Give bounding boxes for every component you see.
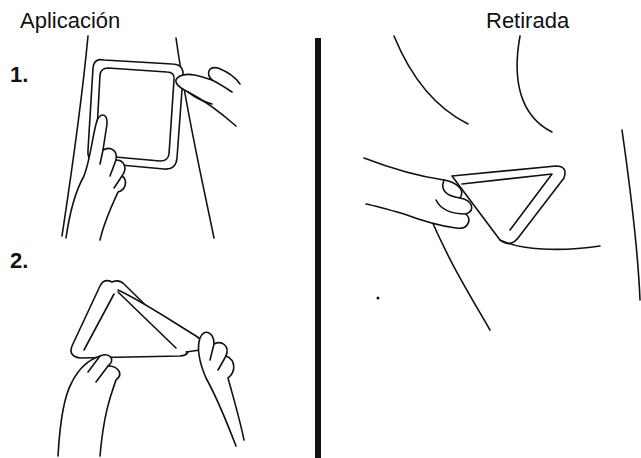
finger-lines <box>88 356 108 382</box>
step-number: 1. <box>10 62 28 88</box>
finger-lines <box>100 150 122 188</box>
peeled-edge <box>500 240 600 249</box>
column-heading: Retirada <box>486 8 569 34</box>
leg-outline <box>622 130 640 300</box>
dressing-pad-edge <box>96 68 174 161</box>
column-heading: Aplicación <box>20 8 120 34</box>
hand <box>176 68 240 126</box>
hand <box>198 332 244 446</box>
hand <box>66 115 125 240</box>
leg-outline <box>428 212 490 330</box>
removal-figure <box>364 36 640 330</box>
dressing-pad-edge <box>462 174 552 230</box>
application-step-2-figure <box>58 281 244 456</box>
finger-lines <box>210 344 226 370</box>
backing-sheet <box>118 290 202 352</box>
finger-lines <box>436 180 466 214</box>
leg-outline <box>517 36 552 132</box>
application-step-1-figure <box>62 36 240 240</box>
leg-outline <box>394 36 468 124</box>
divider-bar <box>315 38 321 458</box>
hand <box>58 355 120 456</box>
finger-lines <box>188 80 232 104</box>
speck <box>377 297 380 300</box>
hand <box>364 158 472 228</box>
step-number: 2. <box>10 248 28 274</box>
